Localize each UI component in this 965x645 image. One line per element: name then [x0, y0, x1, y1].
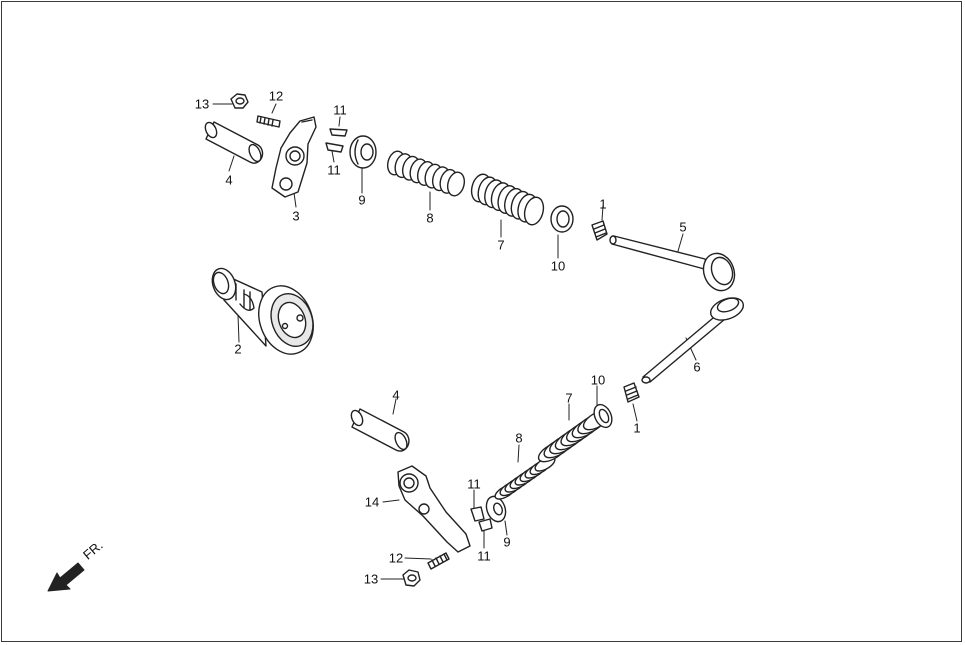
callout-4: 4: [392, 387, 400, 403]
callout-13: 13: [194, 96, 210, 112]
callout-10: 10: [590, 372, 606, 388]
callout-9: 9: [503, 534, 511, 550]
part-10-seat-bottom: [593, 403, 613, 429]
part-1-stem-seal-bottom: [623, 382, 640, 403]
part-4-rocker-shaft-bottom: [350, 408, 410, 452]
part-7-outer-spring-top: [470, 173, 545, 226]
part-12-screw-top: [256, 115, 281, 128]
spring-coil: [446, 171, 466, 197]
part-9-retainer-bottom: [485, 495, 507, 523]
front-arrow-icon: [47, 562, 85, 592]
callout-1: 1: [633, 420, 641, 436]
callout-2: 2: [234, 341, 242, 357]
callout-4: 4: [225, 172, 233, 188]
callout-13: 13: [363, 571, 379, 587]
callout-3: 3: [292, 208, 300, 224]
callout-6: 6: [693, 359, 701, 375]
callout-11: 11: [467, 476, 481, 492]
callout-12: 12: [388, 550, 404, 566]
part-2-camshaft: [211, 267, 314, 355]
part-11-cotters-bottom: [470, 506, 493, 532]
part-5-intake-valve: [609, 235, 736, 292]
callout-10: 10: [550, 258, 566, 274]
callout-5: 5: [679, 219, 687, 235]
callout-8: 8: [515, 430, 523, 446]
callout-8: 8: [426, 210, 434, 226]
part-1-stem-seal-top: [591, 220, 608, 241]
callout-11: 11: [327, 162, 341, 178]
callout-7: 7: [565, 390, 573, 406]
part-13-nut-top: [230, 93, 249, 109]
callout-1: 1: [599, 196, 607, 212]
part-13-nut-bottom: [402, 569, 421, 587]
callout-12: 12: [268, 88, 284, 104]
part-8-inner-spring-top: [386, 150, 466, 197]
part-14-rocker-arm: [397, 465, 471, 553]
part-6-exhaust-valve: [641, 297, 745, 384]
callout-11: 11: [333, 102, 347, 118]
spring-coil: [523, 196, 545, 226]
part-8-inner-spring-bottom: [494, 456, 556, 500]
part-11-cotters-top: [325, 128, 348, 153]
part-3-rocker-arm: [271, 116, 317, 198]
callout-9: 9: [358, 192, 366, 208]
callout-11: 11: [477, 548, 491, 564]
part-10-seat-top: [550, 205, 574, 233]
part-4-rocker-shaft-top: [204, 121, 264, 164]
part-12-screw-bottom: [427, 552, 450, 570]
callout-7: 7: [497, 237, 505, 253]
part-9-retainer-top: [349, 135, 377, 169]
callout-14: 14: [364, 494, 380, 510]
leader-lines: [212, 103, 697, 580]
